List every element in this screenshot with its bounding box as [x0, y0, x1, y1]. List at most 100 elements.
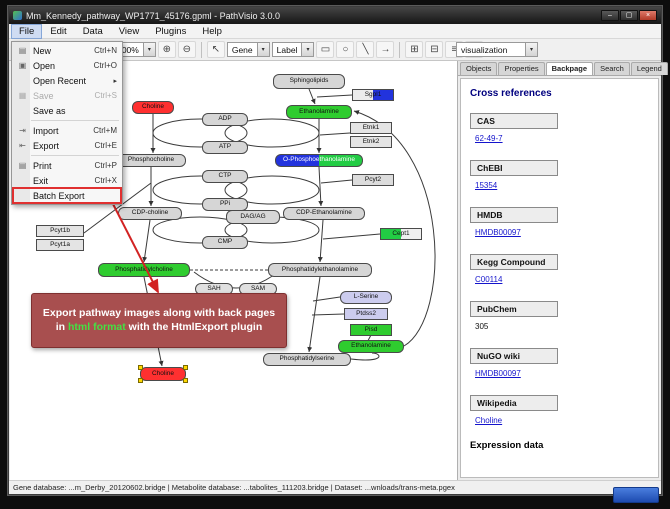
align-horizontal-button[interactable]: ⊞ [405, 41, 424, 58]
crossref-link[interactable]: 62-49-7 [475, 134, 503, 143]
pathway-node-etnk2[interactable]: Etnk2 [350, 136, 392, 148]
zoom-combo[interactable]: 100% ▾ [112, 42, 156, 57]
crossref-link[interactable]: HMDB00097 [475, 228, 521, 237]
chevron-down-icon[interactable]: ▾ [256, 43, 269, 56]
tab-search[interactable]: Search [594, 62, 630, 75]
menu-file[interactable]: File [11, 23, 43, 39]
zoom-out-icon: ⊖ [182, 44, 192, 55]
pathway-node-adp[interactable]: ADP [202, 113, 248, 126]
pathway-node-pcyt1a[interactable]: Pcyt1a [36, 239, 84, 251]
selection-handle[interactable] [183, 365, 188, 370]
pathway-node-choline[interactable]: Choline [138, 365, 188, 383]
menu-item-save-as[interactable]: Save as [13, 103, 121, 118]
pathway-node-cmp[interactable]: CMP [202, 236, 248, 249]
minimize-button[interactable]: – [601, 10, 619, 21]
close-button[interactable]: × [639, 10, 657, 21]
pathway-node-choline[interactable]: Choline [132, 101, 174, 114]
menu-data[interactable]: Data [82, 25, 103, 37]
tab-objects[interactable]: Objects [460, 62, 498, 75]
gene-node-combo[interactable]: Gene ▾ [226, 42, 270, 57]
pathway-node-o-phosphoethanolamine[interactable]: O-Phosphoethanolamine [275, 154, 363, 167]
pathway-node-atp[interactable]: ATP [202, 141, 248, 154]
pathway-node-pcyt2[interactable]: Pcyt2 [352, 174, 394, 186]
crossref-link[interactable]: Choline [475, 416, 503, 425]
menu-plugins[interactable]: Plugins [155, 25, 187, 37]
arrow-tool-button[interactable]: → [376, 41, 395, 58]
pathway-node-ethanolamine[interactable]: Ethanolamine [286, 105, 352, 119]
node-label: Pcyt1a [50, 240, 70, 248]
label-combo[interactable]: Label ▾ [271, 42, 315, 57]
menu-item-open-recent[interactable]: Open Recent▸ [13, 73, 121, 88]
node-label: Phosphatidylethanolamine [281, 265, 359, 273]
pathway-node-cdp-choline[interactable]: CDP-choline [118, 207, 182, 220]
crossref-link[interactable]: HMDB00097 [475, 369, 521, 378]
menu-item-batch-export[interactable]: Batch Export [12, 187, 122, 204]
chevron-down-icon[interactable]: ▾ [142, 43, 155, 56]
selection-handle[interactable] [138, 378, 143, 383]
pathway-node-phosphocholine[interactable]: Phosphocholine [116, 154, 186, 167]
pathway-node-cept1[interactable]: Cept1 [380, 228, 422, 240]
pathway-node-pcyt1b[interactable]: Pcyt1b [36, 225, 84, 237]
pathway-node-phosphatidylethanolamine[interactable]: Phosphatidylethanolamine [268, 263, 372, 277]
zoom-out-button[interactable]: ⊖ [177, 41, 196, 58]
pathway-node-dag-ag[interactable]: DAG/AG [226, 210, 280, 224]
tab-properties[interactable]: Properties [498, 62, 545, 75]
pointer-tool-button[interactable]: ↖ [206, 41, 225, 58]
tab-legend[interactable]: Legend [630, 62, 668, 75]
node-label: Etnk1 [362, 123, 380, 131]
pathway-node-ppi[interactable]: PPi [202, 198, 248, 211]
pathway-node-sgpl1[interactable]: Sgpl1 [352, 89, 394, 101]
pathway-node-phosphatidylserine[interactable]: Phosphatidylserine [263, 353, 351, 366]
oval-tool-button[interactable]: ○ [336, 41, 355, 58]
pathway-node-ctp[interactable]: CTP [202, 170, 248, 183]
menu-item-shortcut: Ctrl+M [93, 126, 117, 135]
chevron-down-icon[interactable]: ▾ [525, 43, 537, 56]
line-icon: ╲ [362, 44, 369, 55]
pathvisio-window: Mm_Kennedy_pathway_WP1771_45176.gpml - P… [8, 6, 668, 495]
rectangle-tool-button[interactable]: ▭ [316, 41, 335, 58]
crossref-link[interactable]: 15354 [475, 181, 498, 190]
menu-item-shortcut: Ctrl+O [93, 61, 117, 70]
menu-help[interactable]: Help [202, 25, 222, 37]
crossref-link[interactable]: C00114 [475, 275, 503, 284]
pathway-node-etnk1[interactable]: Etnk1 [350, 122, 392, 134]
menu-item-label: Open Recent [33, 75, 87, 86]
pathway-node-sphingolipids[interactable]: Sphingolipids [273, 74, 345, 89]
menu-view[interactable]: View [118, 25, 140, 37]
selection-handle[interactable] [138, 365, 143, 370]
pathway-node-pisd[interactable]: Pisd [350, 324, 392, 336]
node-label: Etnk2 [362, 137, 380, 145]
tab-backpage[interactable]: Backpage [545, 62, 594, 75]
chevron-down-icon[interactable]: ▾ [301, 43, 314, 56]
maximize-button[interactable]: ▢ [620, 10, 638, 21]
zoom-in-button[interactable]: ⊕ [157, 41, 176, 58]
node-label: CDP-choline [131, 209, 169, 217]
node-label: Phosphocholine [127, 156, 175, 164]
pathway-node-ethanolamine[interactable]: Ethanolamine [338, 340, 404, 353]
node-label: PPi [219, 200, 231, 208]
title-bar[interactable]: Mm_Kennedy_pathway_WP1771_45176.gpml - P… [9, 7, 661, 24]
align-vertical-button[interactable]: ⊟ [425, 41, 444, 58]
menu-item-label: Import [33, 125, 59, 136]
pathway-node-cdp-ethanolamine[interactable]: CDP-Ethanolamine [283, 207, 365, 220]
line-tool-button[interactable]: ╲ [356, 41, 375, 58]
pathway-node-phosphatidylcholine[interactable]: Phosphatidylcholine [98, 263, 190, 277]
pathway-node-ptdss2[interactable]: Ptdss2 [344, 308, 388, 320]
menu-separator [31, 155, 119, 156]
pathway-node-l-serine[interactable]: L-Serine [340, 291, 392, 304]
backpage-section-header: HMDB [470, 207, 558, 223]
visualization-combo[interactable]: visualization ▾ [456, 42, 538, 57]
menu-edit[interactable]: Edit [50, 25, 67, 37]
selection-handle[interactable] [183, 378, 188, 383]
